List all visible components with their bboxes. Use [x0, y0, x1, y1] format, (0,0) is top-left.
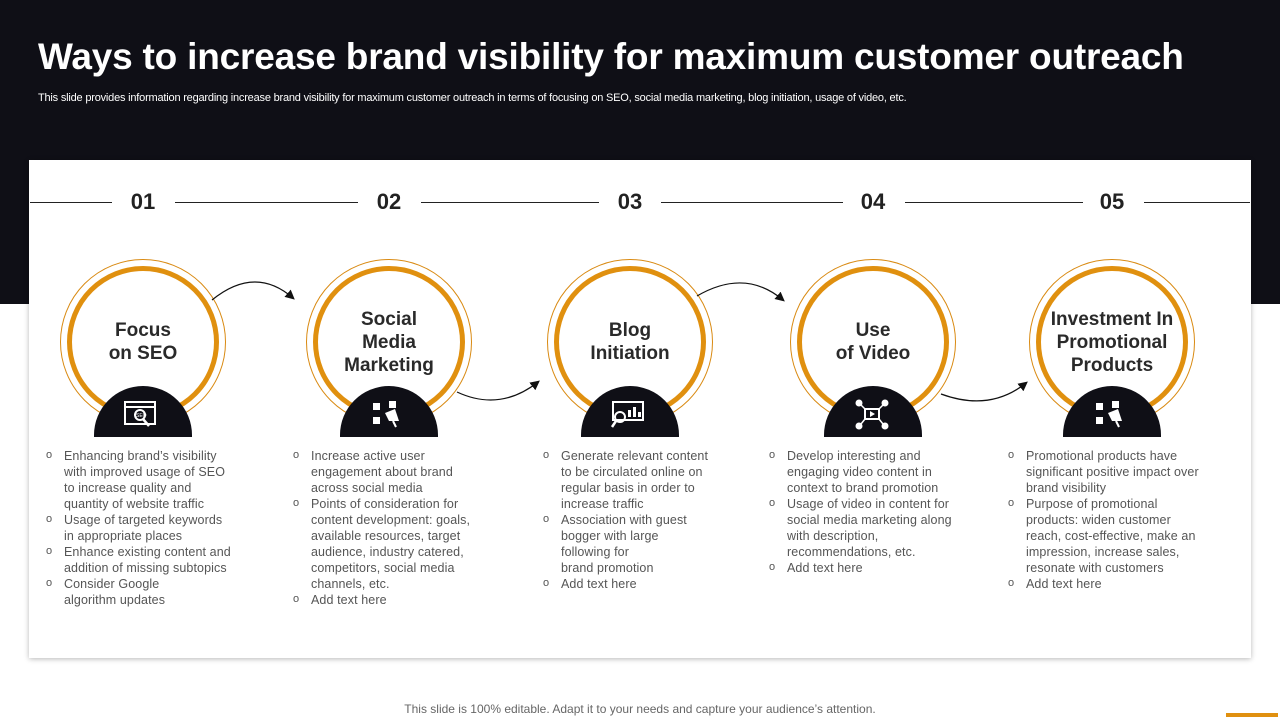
step-icon-base [340, 386, 438, 437]
bullet-item: Points of consideration for content deve… [293, 495, 503, 592]
bullet-item: Usage of video in content for social med… [769, 495, 974, 560]
step-number: 04 [860, 189, 886, 214]
bullet-item: Develop interesting and engaging video c… [769, 447, 974, 496]
blog-analytics-icon [610, 401, 644, 428]
accent-bar [1226, 713, 1278, 717]
bullet-item: Purpose of promotional products: widen c… [1008, 495, 1223, 576]
footer-note: This slide is 100% editable. Adapt it to… [404, 702, 876, 716]
step-bullets: Promotional products have significant po… [1008, 447, 1223, 592]
timeline-line [905, 202, 1083, 203]
bullet-item: Add text here [1008, 575, 1223, 592]
step-title: Focus on SEO [108, 320, 178, 364]
arrow-connector [696, 282, 785, 302]
bullet-item: Add text here [769, 559, 974, 576]
arrow-connector [211, 281, 295, 301]
timeline-line [175, 202, 358, 203]
timeline-line [1144, 202, 1250, 203]
step-bullets: Generate relevant content to be circulat… [543, 447, 733, 592]
social-media-megaphone-icon [373, 401, 399, 428]
bullet-item: Association with guest bogger with large… [543, 511, 733, 576]
arrow-connector [456, 380, 540, 401]
bullet-item: Usage of targeted keywords in appropriat… [46, 511, 256, 544]
video-network-icon [855, 399, 889, 430]
svg-text:SEO: SEO [136, 413, 147, 419]
bullet-item: Consider Google algorithm updates [46, 575, 256, 608]
bullet-item: Enhance existing content and addition of… [46, 543, 256, 576]
step-number: 01 [130, 189, 156, 214]
bullet-item: Add text here [293, 591, 503, 608]
bullet-item: Enhancing brand’s visibility with improv… [46, 447, 256, 512]
seo-browser-icon: SEO [124, 401, 156, 427]
step-number: 03 [617, 189, 643, 214]
bullet-item: Increase active user engagement about br… [293, 447, 503, 496]
step-title: Use of Video [835, 320, 911, 364]
promotion-megaphone-icon [1096, 401, 1122, 428]
step-title: Social Media Marketing [344, 308, 434, 376]
bullet-item: Generate relevant content to be circulat… [543, 447, 733, 512]
arrow-connector [940, 381, 1028, 402]
step-title: Blog Initiation [590, 320, 670, 364]
step-title: Investment In Promotional Products [1050, 308, 1174, 376]
timeline-line [661, 202, 843, 203]
step-bullets: Increase active user engagement about br… [293, 447, 503, 608]
step-bullets: Develop interesting and engaging video c… [769, 447, 974, 576]
step-number: 02 [376, 189, 402, 214]
slide-subtitle: This slide provides information regardin… [38, 92, 907, 104]
timeline-line [30, 202, 112, 203]
bullet-item: Promotional products have significant po… [1008, 447, 1223, 496]
step-bullets: Enhancing brand’s visibility with improv… [46, 447, 256, 608]
slide-title: Ways to increase brand visibility for ma… [38, 36, 1184, 77]
timeline-line [421, 202, 599, 203]
bullet-item: Add text here [543, 575, 733, 592]
step-number: 05 [1099, 189, 1125, 214]
